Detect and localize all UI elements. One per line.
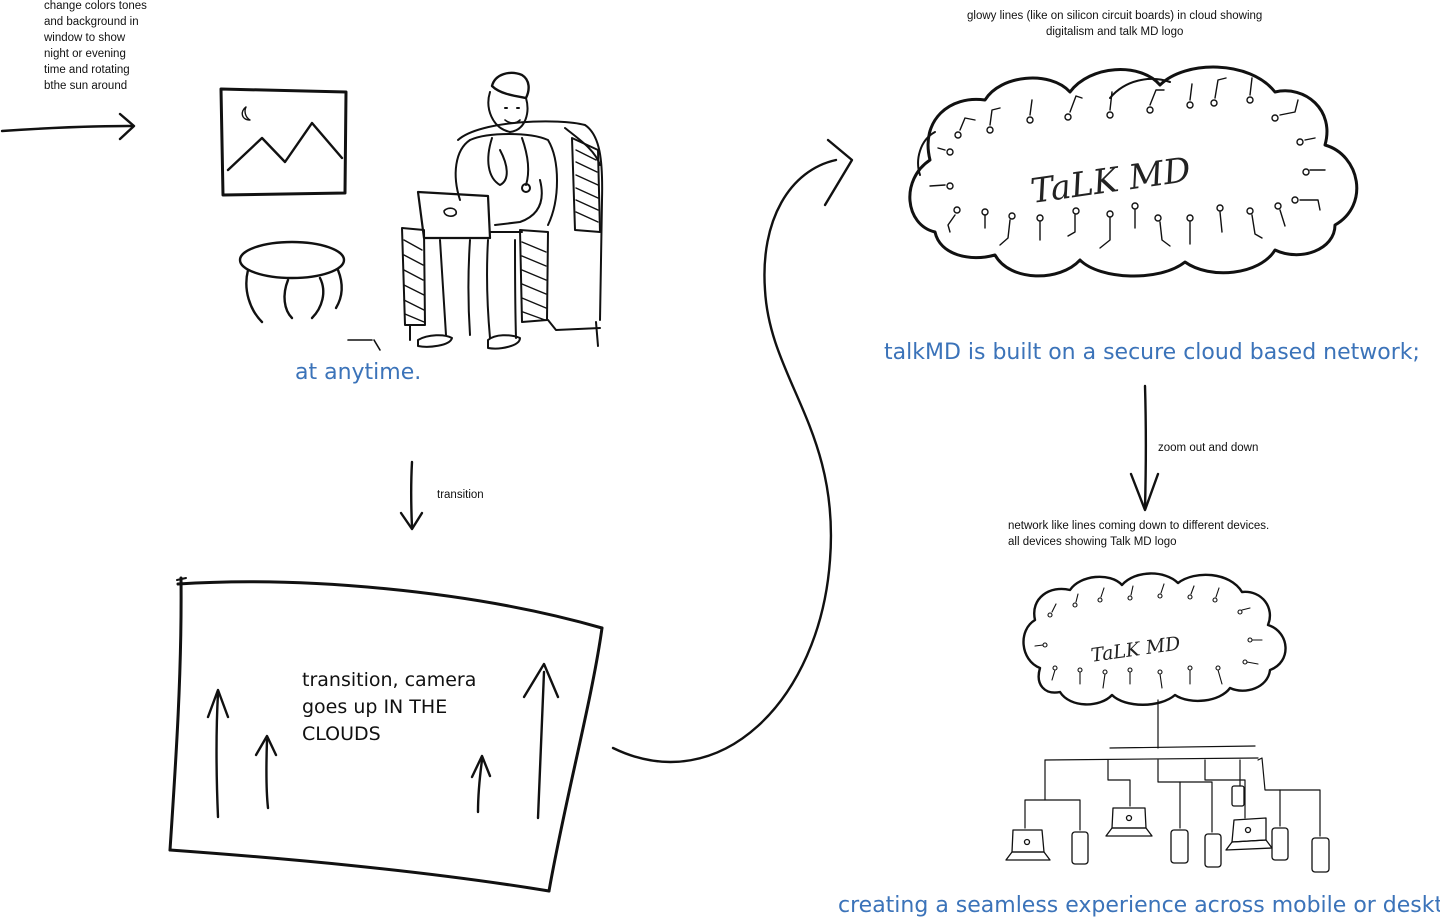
window-note-line: and background in bbox=[44, 16, 139, 28]
cloud-note: glowy lines (like on silicon circuit boa… bbox=[967, 8, 1262, 40]
panel-text-line: transition, camera bbox=[302, 669, 477, 691]
caption-cloud: talkMD is built on a secure cloud based … bbox=[884, 340, 1420, 365]
cloud-small-circuits bbox=[1035, 584, 1262, 688]
upward-arrows bbox=[208, 664, 558, 818]
network-note-line: all devices showing Talk MD logo bbox=[1008, 536, 1177, 548]
entry-arrow bbox=[2, 114, 134, 139]
network-note-line: network like lines coming down to differ… bbox=[1008, 520, 1270, 532]
transition-label: transition bbox=[437, 489, 484, 501]
panel-text: transition, camera goes up IN THE CLOUDS bbox=[302, 667, 476, 748]
window-note-line: change colors tones bbox=[44, 0, 147, 12]
cloud-small bbox=[1024, 573, 1286, 704]
panel-text-line: CLOUDS bbox=[302, 723, 381, 745]
devices bbox=[1006, 786, 1329, 872]
curve-to-cloud-arrow bbox=[613, 140, 852, 762]
window-note: change colors tones and background in wi… bbox=[44, 0, 147, 94]
window-note-line: time and rotating bbox=[44, 64, 130, 76]
network-note: network like lines coming down to differ… bbox=[1008, 518, 1269, 550]
network-lines bbox=[1025, 700, 1320, 836]
cloud-note-line: digitalism and talk MD logo bbox=[1045, 26, 1184, 38]
doctor-in-armchair bbox=[348, 73, 602, 350]
panel-text-line: goes up IN THE bbox=[302, 696, 448, 718]
cloud-note-line: glowy lines (like on silicon circuit boa… bbox=[967, 10, 1263, 22]
zoom-out-arrow bbox=[1131, 386, 1158, 510]
cloud-small-logo: TaLK MD bbox=[1090, 632, 1182, 666]
caption-seamless: creating a seamless experience across mo… bbox=[838, 893, 1440, 918]
cloud-big-circuits bbox=[930, 78, 1325, 248]
window-picture bbox=[221, 89, 346, 195]
transition-panel bbox=[170, 578, 602, 891]
cloud-big-logo: TaLK MD bbox=[1028, 150, 1193, 212]
window-note-line: bthe sun around bbox=[44, 80, 128, 92]
window-note-line: window to show bbox=[44, 32, 126, 44]
transition-arrow bbox=[401, 462, 422, 529]
window-note-line: night or evening bbox=[44, 48, 126, 60]
side-table bbox=[240, 242, 344, 322]
zoom-label: zoom out and down bbox=[1158, 442, 1259, 454]
caption-anytime: at anytime. bbox=[295, 360, 422, 385]
cloud-big bbox=[910, 67, 1357, 276]
